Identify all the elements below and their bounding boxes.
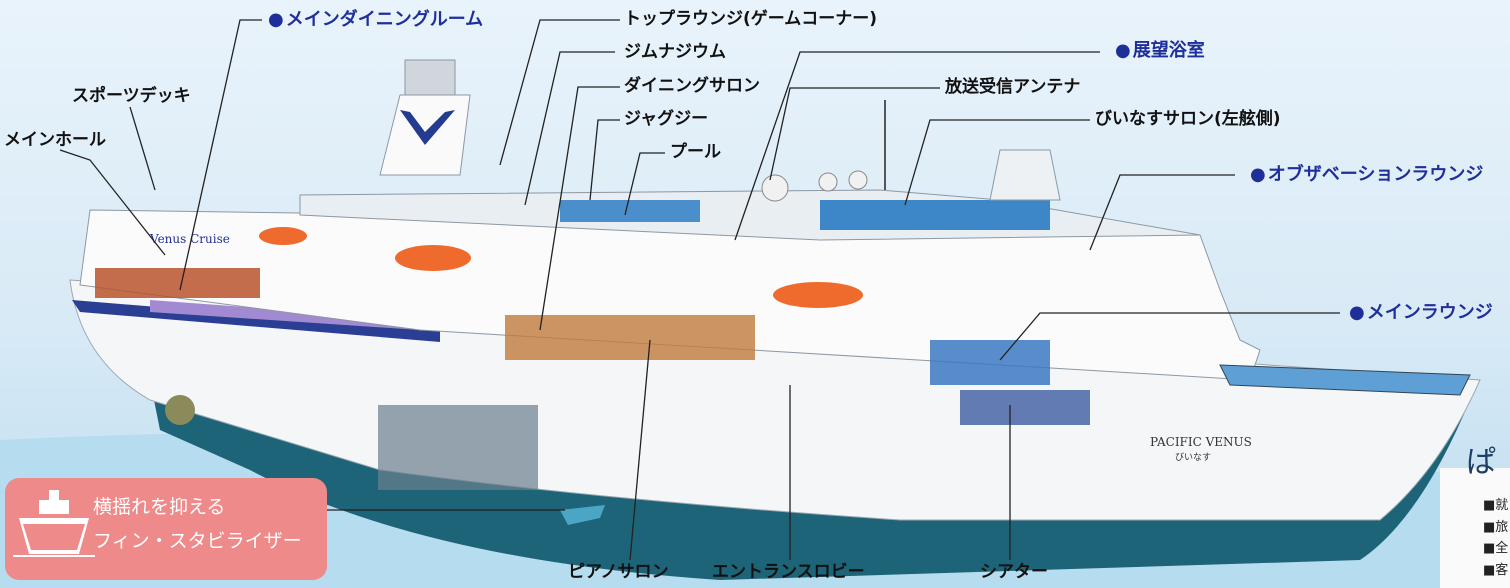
stabilizer-fin: [560, 505, 605, 525]
dining-salon-cutaway: [505, 315, 755, 360]
leader-gym: [524, 51, 615, 206]
leader-main-dining: [179, 19, 262, 291]
sports-deck: [560, 200, 700, 222]
label-observation-bath: 展望浴室: [1115, 42, 1205, 60]
theater-cutaway: [960, 390, 1090, 425]
funnel-logo: [400, 110, 455, 145]
label-sports-deck: スポーツデッキ: [72, 86, 191, 106]
radar-mast: [989, 149, 1061, 201]
label-gym: ジムナジウム: [624, 42, 726, 62]
label-antenna: 放送受信アンテナ: [945, 77, 1081, 97]
leader-sports-deck: [129, 106, 156, 191]
lifeboat-3: [259, 227, 307, 245]
funnel-top: [404, 59, 456, 96]
side-bullet: ■旅: [1483, 519, 1509, 535]
ship-name-jp-text: びいなす: [1175, 452, 1211, 463]
leader-top-lounge: [499, 19, 620, 166]
leader-antenna: [769, 87, 940, 181]
leader-observation-bath: [734, 51, 1100, 241]
radome-3: [848, 170, 868, 190]
propeller: [165, 395, 195, 425]
leader-main-lounge: [999, 312, 1340, 361]
side-bullet: ■就: [1483, 498, 1509, 513]
leader-lines: [59, 19, 1340, 561]
main-lounge-cutaway: [930, 340, 1050, 385]
side-info-panel: [1440, 468, 1510, 588]
fin-stabilizer-line1: 横揺れを抑える: [93, 496, 226, 518]
label-dining-salon: ダイニングサロン: [624, 76, 760, 96]
label-piano-salon: ピアノサロン: [568, 562, 669, 582]
fin-stabilizer-callout: 横揺れを抑える フィン・スタビライザー: [5, 478, 327, 580]
side-heading: ぱ: [1466, 445, 1496, 480]
leader-venus-salon: [904, 119, 1090, 206]
ship-hull-icon: [13, 490, 95, 557]
lifeboat-2: [773, 282, 863, 308]
leader-main-hall: [59, 149, 166, 256]
label-theater: シアター: [980, 562, 1048, 582]
pool-deck: [820, 200, 1050, 230]
leader-piano-salon: [629, 339, 651, 561]
funnel-brand-text: Venus Cruise: [149, 232, 230, 246]
label-observation-lounge: オブザベーションラウンジ: [1250, 166, 1484, 184]
leader-pool: [624, 152, 665, 216]
label-main-hall: メインホール: [4, 130, 106, 150]
lifeboat-1: [395, 245, 471, 271]
hull-stripe-purple: [150, 300, 420, 330]
leader-jacuzzi: [589, 119, 620, 201]
fin-stabilizer-text: 横揺れを抑える フィン・スタビライザー: [93, 490, 302, 558]
leader-observation-lounge: [1089, 174, 1235, 251]
bow-deck: [1219, 364, 1471, 396]
side-bullet-list: ■就 ■旅 ■全 ■客: [1483, 495, 1510, 581]
engine-room-cutaway: [378, 405, 538, 490]
label-venus-salon: びいなすサロン(左舷側): [1095, 109, 1281, 129]
ship-name-text: PACIFIC VENUS: [1150, 435, 1252, 449]
label-top-lounge: トップラウンジ(ゲームコーナー): [624, 9, 878, 29]
radome-2: [818, 172, 838, 192]
side-bullet: ■全: [1483, 541, 1509, 556]
label-pool: プール: [670, 142, 721, 162]
label-jacuzzi: ジャグジー: [624, 109, 709, 129]
leader-dining-salon: [539, 86, 620, 331]
fin-stabilizer-line2: フィン・スタビライザー: [93, 530, 302, 552]
label-main-lounge: メインラウンジ: [1349, 304, 1493, 322]
side-bullet: ■客: [1483, 562, 1509, 578]
label-entrance-lobby: エントランスロビー: [712, 562, 865, 582]
label-main-dining: メインダイニングルーム: [268, 11, 483, 29]
main-dining-cutaway: [95, 268, 260, 298]
radome-1: [761, 174, 789, 202]
